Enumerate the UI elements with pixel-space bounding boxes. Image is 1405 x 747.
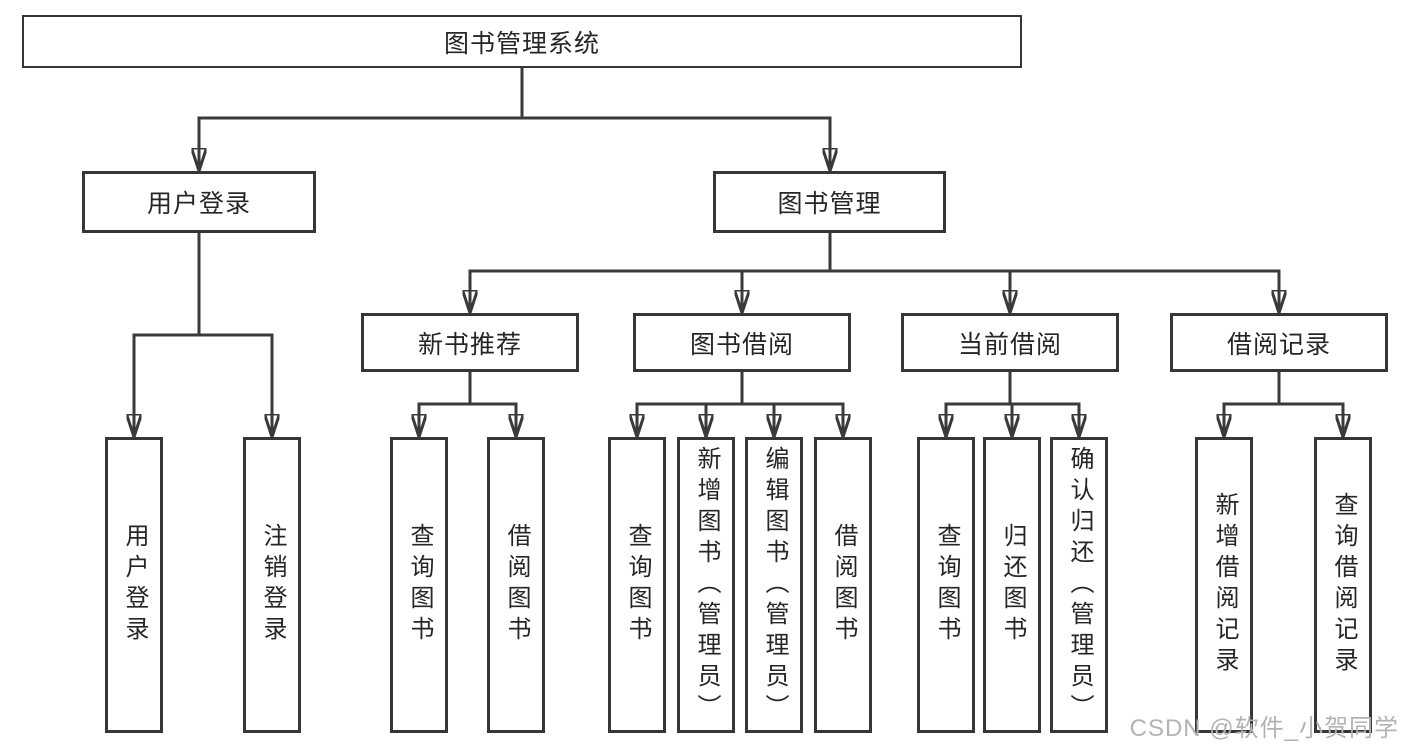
csdn-watermark: CSDN @软件_小贺同学 — [1129, 715, 1399, 742]
leaf-query-books-recommend: 查询图书 — [390, 437, 448, 733]
leaf-query-books-current: 查询图书 — [917, 437, 975, 733]
node-current-borrow: 当前借阅 — [901, 313, 1119, 372]
leaf-add-books-admin: 新增图书（管理员） — [677, 437, 735, 733]
node-label: 图书借阅 — [689, 330, 794, 359]
node-label: 借阅图书 — [830, 523, 857, 647]
node-label: 新增借阅记录 — [1211, 492, 1238, 678]
node-label: 查询图书 — [933, 523, 960, 647]
node-label: 用户登录 — [121, 523, 148, 647]
leaf-logout: 注销登录 — [243, 437, 301, 733]
leaf-confirm-return-admin: 确认归还（管理员） — [1050, 437, 1108, 733]
node-label: 当前借阅 — [957, 330, 1062, 359]
leaf-borrow-books-recommend: 借阅图书 — [487, 437, 545, 733]
node-label: 确认归还（管理员） — [1066, 445, 1093, 725]
node-label: 注销登录 — [259, 523, 286, 647]
node-label: 归还图书 — [999, 523, 1026, 647]
node-label: 查询借阅记录 — [1330, 492, 1357, 678]
node-book-management: 图书管理 — [713, 171, 946, 233]
node-label: 查询图书 — [624, 523, 651, 647]
node-label: 查询图书 — [406, 523, 433, 647]
leaf-edit-books-admin: 编辑图书（管理员） — [745, 437, 803, 733]
node-user-login: 用户登录 — [82, 171, 316, 233]
leaf-add-borrow-record: 新增借阅记录 — [1195, 437, 1253, 733]
node-label: 用户登录 — [146, 190, 251, 218]
node-book-borrow: 图书借阅 — [633, 313, 851, 372]
leaf-borrow-books: 借阅图书 — [814, 437, 872, 733]
leaf-user-login: 用户登录 — [105, 437, 163, 733]
leaf-query-borrow-record: 查询借阅记录 — [1314, 437, 1372, 733]
node-label: 新增图书（管理员） — [693, 445, 720, 725]
node-label: 图书管理 — [777, 190, 882, 218]
node-label: 编辑图书（管理员） — [761, 445, 788, 725]
node-new-book-recommend: 新书推荐 — [361, 313, 579, 372]
node-label: 借阅图书 — [503, 523, 530, 647]
node-label: 图书管理系统 — [443, 29, 600, 58]
node-borrow-records: 借阅记录 — [1170, 313, 1388, 372]
leaf-query-books-borrow: 查询图书 — [608, 437, 666, 733]
node-label: 新书推荐 — [417, 330, 522, 359]
node-label: 借阅记录 — [1226, 330, 1331, 359]
node-root-library-system: 图书管理系统 — [22, 15, 1022, 68]
leaf-return-books: 归还图书 — [983, 437, 1041, 733]
